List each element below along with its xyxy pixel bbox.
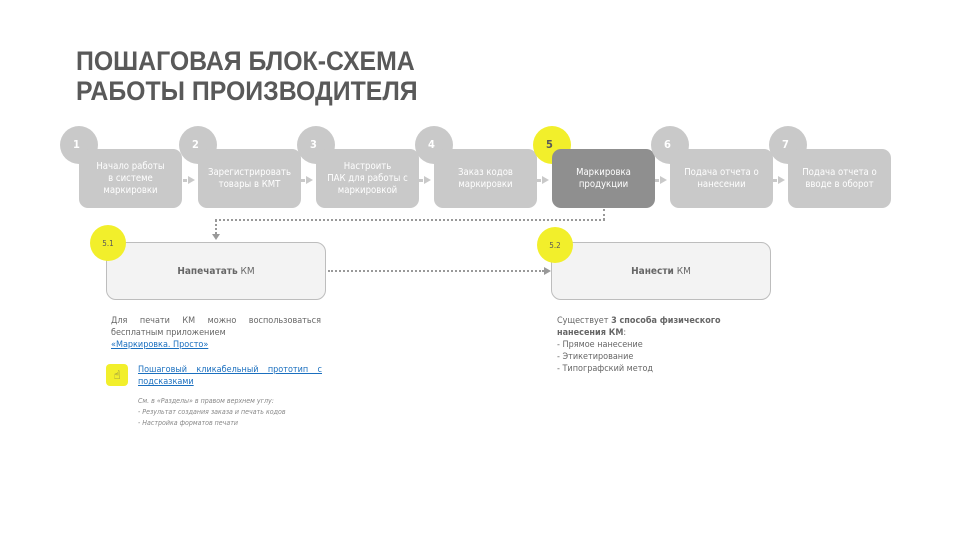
hint-item: - Настройка форматов печати — [138, 419, 239, 427]
arrow-right-icon — [188, 176, 195, 184]
substep-label: Нанести — [631, 265, 674, 277]
step-3-box[interactable]: Настроить ПАК для работы с маркировкой — [316, 149, 419, 208]
step-2-box[interactable]: Зарегистрировать товары в КМТ — [198, 149, 301, 208]
page-title: ПОШАГОВАЯ БЛОК-СХЕМА РАБОТЫ ПРОИЗВОДИТЕЛ… — [76, 46, 418, 106]
title-line-1: ПОШАГОВАЯ БЛОК-СХЕМА — [76, 46, 415, 76]
note-text: Существует — [557, 316, 612, 326]
hint-item: - Результат создания заказа и печать код… — [138, 408, 286, 416]
note-apply: Существует 3 способа физического нанесен… — [557, 315, 757, 375]
substep-print-km[interactable]: Напечатать КМ — [106, 242, 326, 300]
substep-apply-km[interactable]: Нанести КМ — [551, 242, 771, 300]
connector — [215, 220, 217, 234]
note-prototype: Пошаговый кликабельный прототип с подска… — [138, 364, 322, 429]
arrow-right-icon — [424, 176, 431, 184]
note-text: : — [623, 328, 627, 338]
substep-label: КМ — [237, 265, 255, 277]
step-4-box[interactable]: Заказ кодов маркировки — [434, 149, 537, 208]
note-print: Для печати КМ можно воспользоваться бесп… — [111, 315, 321, 351]
arrow-right-icon — [660, 176, 667, 184]
connector — [773, 179, 777, 182]
connector — [215, 219, 605, 221]
substep-number: 5.2 — [537, 227, 573, 263]
hint-text: См. в «Разделы» в правом верхнем углу: — [138, 397, 274, 405]
connector — [603, 209, 605, 220]
arrow-down-icon — [212, 234, 220, 240]
app-link[interactable]: «Маркировка. Просто» — [111, 340, 209, 350]
note-text: Для печати КМ можно воспользоваться бесп… — [111, 316, 321, 338]
step-6-box[interactable]: Подача отчета о нанесении — [670, 149, 773, 208]
arrow-right-icon — [542, 176, 549, 184]
method-item: - Этикетирование — [557, 352, 634, 362]
step-7-box[interactable]: Подача отчета о вводе в оборот — [788, 149, 891, 208]
step-5-box[interactable]: Маркировка продукции — [552, 149, 655, 208]
substep-label: КМ — [673, 265, 691, 277]
arrow-right-icon — [306, 176, 313, 184]
connector — [537, 179, 541, 182]
step-1-box[interactable]: Начало работы в системе маркировки — [79, 149, 182, 208]
cursor-click-icon: ☝ — [106, 364, 128, 386]
connector — [183, 179, 187, 182]
method-item: - Прямое нанесение — [557, 340, 643, 350]
method-item: - Типографский метод — [557, 364, 654, 374]
connector — [655, 179, 659, 182]
connector — [328, 270, 544, 272]
title-line-2: РАБОТЫ ПРОИЗВОДИТЕЛЯ — [76, 76, 418, 106]
connector — [301, 179, 305, 182]
substep-number: 5.1 — [90, 225, 126, 261]
arrow-right-icon — [778, 176, 785, 184]
arrow-right-icon — [544, 267, 551, 275]
substep-label: Напечатать — [177, 265, 238, 277]
connector — [419, 179, 423, 182]
prototype-link[interactable]: Пошаговый кликабельный прототип с подска… — [138, 365, 322, 387]
note-bold: 3 способа физического нанесения КМ — [557, 316, 721, 338]
